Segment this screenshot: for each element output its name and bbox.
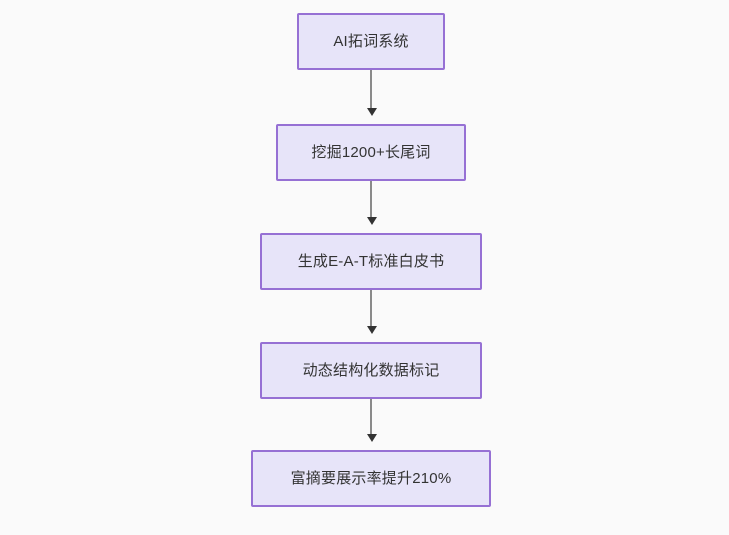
flow-node-label: 挖掘1200+长尾词 [311,144,431,161]
flow-node-longtail-mining[interactable]: 挖掘1200+长尾词 [276,124,466,181]
arrow-down-icon [367,108,377,116]
arrow-down-icon [367,217,377,225]
flow-node-label: 富摘要展示率提升210% [290,470,452,487]
connector-line [370,70,372,109]
flow-node-label: 动态结构化数据标记 [302,362,440,379]
arrow-down-icon [367,434,377,442]
flow-node-structured-data-markup[interactable]: 动态结构化数据标记 [260,342,482,399]
flow-node-rich-snippet-result[interactable]: 富摘要展示率提升210% [251,450,491,507]
connector-line [370,399,372,435]
flow-node-label: AI拓词系统 [333,33,409,50]
flow-node-ai-keyword-system[interactable]: AI拓词系统 [297,13,445,70]
flow-node-label: 生成E-A-T标准白皮书 [297,253,445,270]
connector-line [370,290,372,327]
connector-line [370,181,372,218]
flow-node-eat-whitepaper[interactable]: 生成E-A-T标准白皮书 [260,233,482,290]
arrow-down-icon [367,326,377,334]
